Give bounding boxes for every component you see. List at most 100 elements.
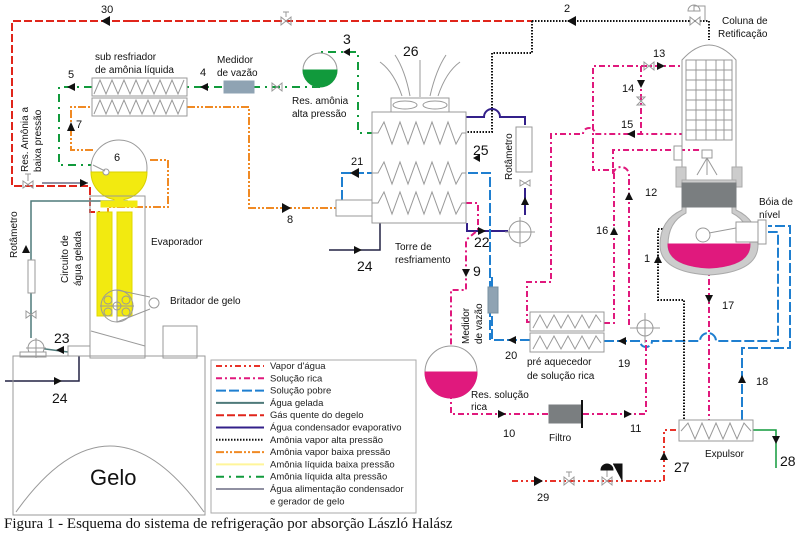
label-tower-2: resfriamento (395, 255, 451, 266)
pipe-condenser-water (466, 108, 526, 125)
arrow-2 (567, 16, 576, 26)
point-29: 29 (537, 492, 549, 504)
legend-box (210, 359, 417, 514)
point-7: 7 (76, 119, 82, 131)
pump-tower (505, 217, 535, 247)
arrow-24a (354, 246, 362, 254)
pipe-ammonia-vapor-low-evap (107, 159, 169, 212)
label-tower-1: Torre de (395, 242, 432, 253)
label-rotameter-tower: Rotâmetro (504, 133, 515, 180)
arrow-9 (462, 269, 470, 277)
arrow-5 (67, 83, 75, 91)
point-19: 19 (618, 358, 630, 370)
pipe-rich-solution-10 (450, 393, 548, 415)
valve-steam-1 (563, 471, 575, 487)
expeller (678, 419, 754, 442)
arrow-11 (624, 410, 632, 418)
arrow-3 (343, 48, 350, 56)
evaporator (89, 195, 198, 359)
point-23: 23 (54, 330, 70, 346)
legend-label: Gás quente do degelo (270, 410, 364, 421)
label-subcooler-1: sub resfriador (95, 52, 157, 63)
arrow-17 (705, 295, 713, 303)
label-res-solution-1: Res. solução (471, 390, 529, 401)
equipment (12, 4, 767, 516)
arrow-29 (534, 476, 543, 486)
arrow-rotameter-left (22, 245, 30, 253)
arrow-20 (508, 336, 516, 344)
point-27: 27 (674, 459, 690, 475)
subcooler (91, 77, 188, 117)
label-crusher: Britador de gelo (170, 296, 241, 307)
label-rotameter-left: Rotâmetro (9, 211, 20, 258)
legend-label: Água gelada (270, 398, 324, 409)
point-1: 1 (644, 253, 650, 265)
arrow-7 (67, 122, 75, 131)
low-pressure-reservoir (90, 139, 148, 208)
flowmeter-mid (487, 286, 499, 314)
arrow-19 (618, 337, 626, 345)
arrow-8 (282, 203, 291, 213)
point-30: 30 (101, 4, 113, 16)
point-3: 3 (343, 31, 351, 47)
point-12: 12 (645, 187, 657, 199)
legend-label: Amônia líquida baixa pressão (270, 459, 395, 470)
arrow-27 (660, 452, 668, 460)
component-labels: sub resfriador de amônia líquida Medidor… (9, 16, 793, 490)
valve-column-top (687, 4, 706, 27)
arrow-res-low (80, 179, 88, 187)
arrow-13 (657, 62, 665, 70)
arrow-25 (473, 154, 480, 162)
label-flowmeter-mid-1: Medidor (461, 307, 472, 344)
valve-tower (519, 179, 531, 187)
rich-solution-reservoir (424, 345, 478, 399)
arrow-24b (54, 377, 62, 385)
point-numbers: 30 2 3 4 5 6 7 8 9 10 11 12 13 14 15 16 … (52, 3, 796, 504)
pump-mid (630, 313, 660, 343)
legend-label: Amônia vapor baixa pressão (270, 447, 390, 458)
valve-steam-actuator (600, 463, 623, 481)
label-expeller: Expulsor (705, 449, 745, 460)
valve-hot-gas (280, 11, 292, 27)
point-16: 16 (596, 225, 608, 237)
high-pressure-reservoir (302, 52, 338, 88)
label-flowmeter-top-1: Medidor (217, 55, 254, 66)
point-24-ice: 24 (52, 390, 68, 406)
pipe-rich-solution-preheat (526, 127, 682, 323)
point-2: 2 (564, 3, 570, 15)
pipe-condensate-28 (753, 429, 777, 468)
point-20: 20 (505, 350, 517, 362)
arrow-18 (738, 375, 746, 383)
arrow-tower-pump (521, 197, 529, 205)
point-8: 8 (287, 214, 293, 226)
label-res-low-2: baixa pressão (33, 109, 44, 172)
pipe-rich-solution-16 (592, 65, 682, 324)
label-evaporator: Evaporador (151, 237, 203, 248)
arrow-21 (350, 168, 359, 178)
arrow-23 (56, 346, 64, 354)
label-column-1: Coluna de (722, 16, 768, 27)
arrow-14 (637, 80, 645, 88)
label-ice: Gelo (90, 465, 136, 490)
arrow-22 (478, 227, 486, 235)
point-26: 26 (403, 43, 419, 59)
point-18: 18 (756, 376, 768, 388)
legend-label: e gerador de gelo (270, 496, 344, 507)
rotameter-left (27, 259, 36, 294)
label-filter: Filtro (549, 433, 572, 444)
point-13: 13 (653, 48, 665, 60)
point-25: 25 (473, 142, 489, 158)
label-res-high-2: alta pressão (292, 109, 347, 120)
pipe-poor-solution-tower (468, 172, 491, 340)
legend-label: Solução rica (270, 373, 323, 384)
rectification-column (659, 44, 767, 276)
label-chilled-1: Circuito de (60, 235, 71, 283)
ice-storage (12, 345, 206, 516)
point-22: 22 (474, 234, 490, 250)
point-24-tower: 24 (357, 258, 373, 274)
arrow-16 (610, 227, 618, 235)
label-res-high-1: Res. amônia (292, 96, 349, 107)
valve-res-low (22, 173, 34, 189)
pipe-ammonia-vapor-high-tower (466, 21, 533, 133)
label-level-float-2: nível (759, 210, 780, 221)
